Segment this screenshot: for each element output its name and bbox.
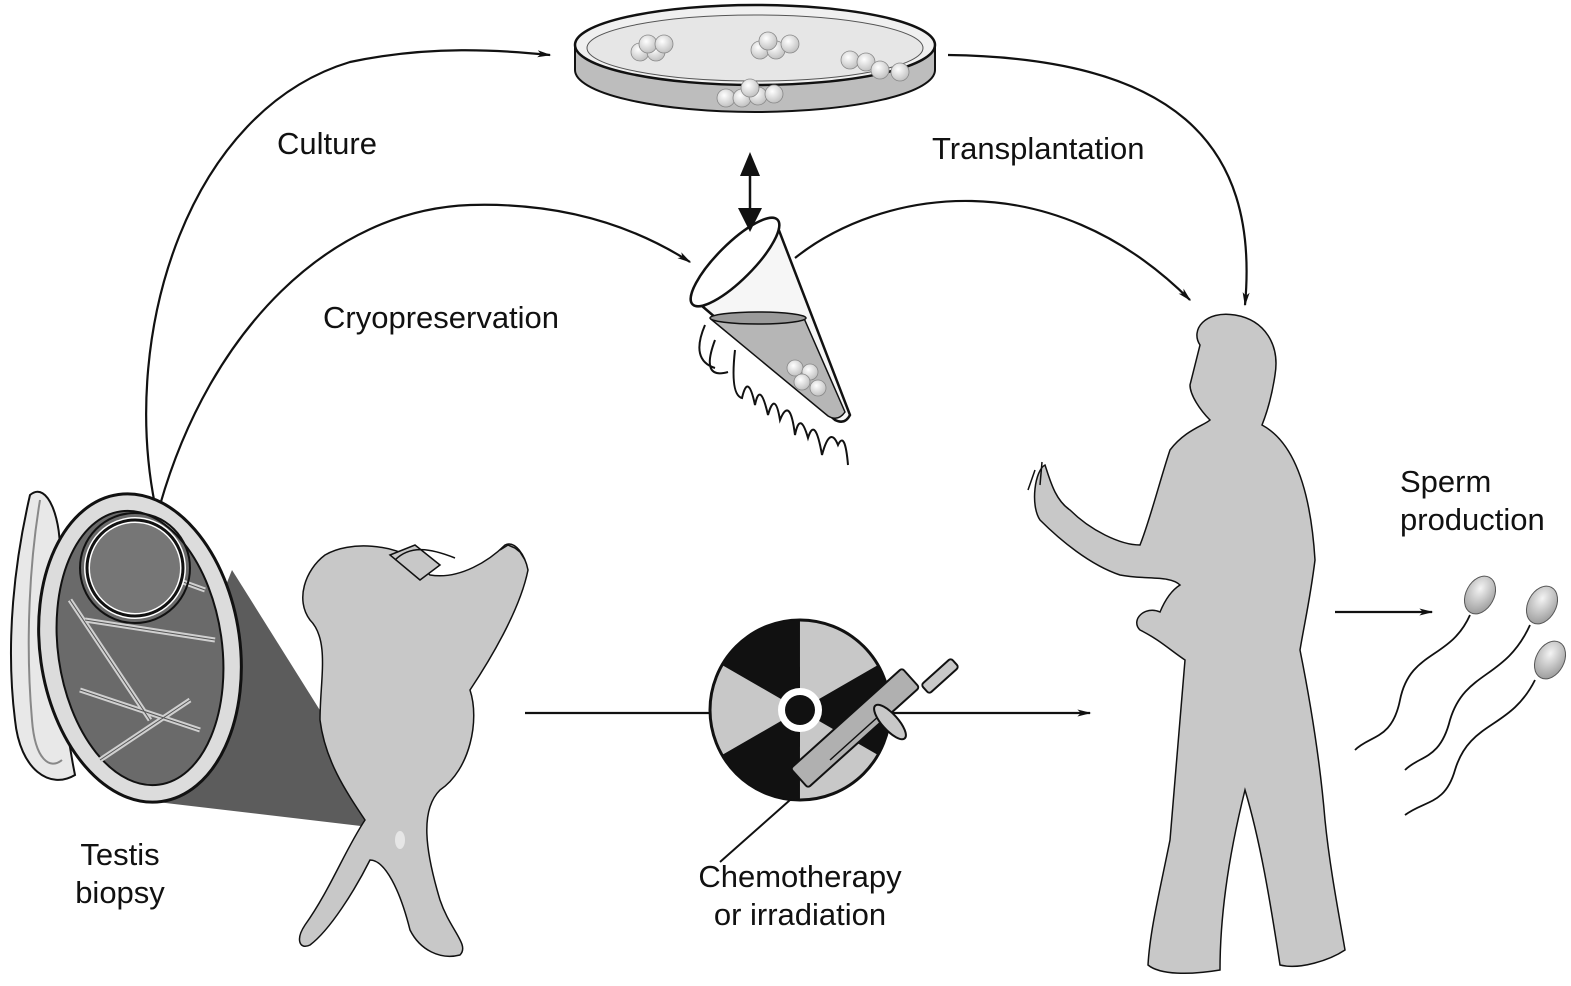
cell-cluster <box>630 31 910 108</box>
syringe-icon <box>719 658 959 863</box>
sperm-production-line1: Sperm <box>1400 464 1492 499</box>
sperm-cell-icon <box>1354 575 1567 816</box>
cryopreservation-label: Cryopreservation <box>323 300 560 335</box>
adult-figure-icon <box>1027 313 1346 975</box>
chemotherapy-line2: or irradiation <box>713 897 887 932</box>
testis-biopsy-label: Testis biopsy <box>50 836 190 912</box>
chemotherapy-line1: Chemotherapy <box>698 859 902 894</box>
child-figure-icon <box>298 543 529 957</box>
culture-label: Culture <box>277 126 377 161</box>
process-arrows <box>145 49 1434 717</box>
sperm-production-label: Sperm production <box>1400 463 1545 539</box>
testis-biopsy-line1: Testis <box>80 837 160 872</box>
sperm-production-line2: production <box>1400 502 1545 537</box>
testis-icon <box>10 490 395 830</box>
petri-dish-icon <box>573 3 937 113</box>
chemotherapy-label: Chemotherapy or irradiation <box>680 858 920 934</box>
cryo-tube-icon <box>689 216 852 466</box>
testis-biopsy-line2: biopsy <box>75 875 165 910</box>
double-arrow-icon <box>738 152 762 232</box>
transplantation-label: Transplantation <box>932 131 1145 166</box>
